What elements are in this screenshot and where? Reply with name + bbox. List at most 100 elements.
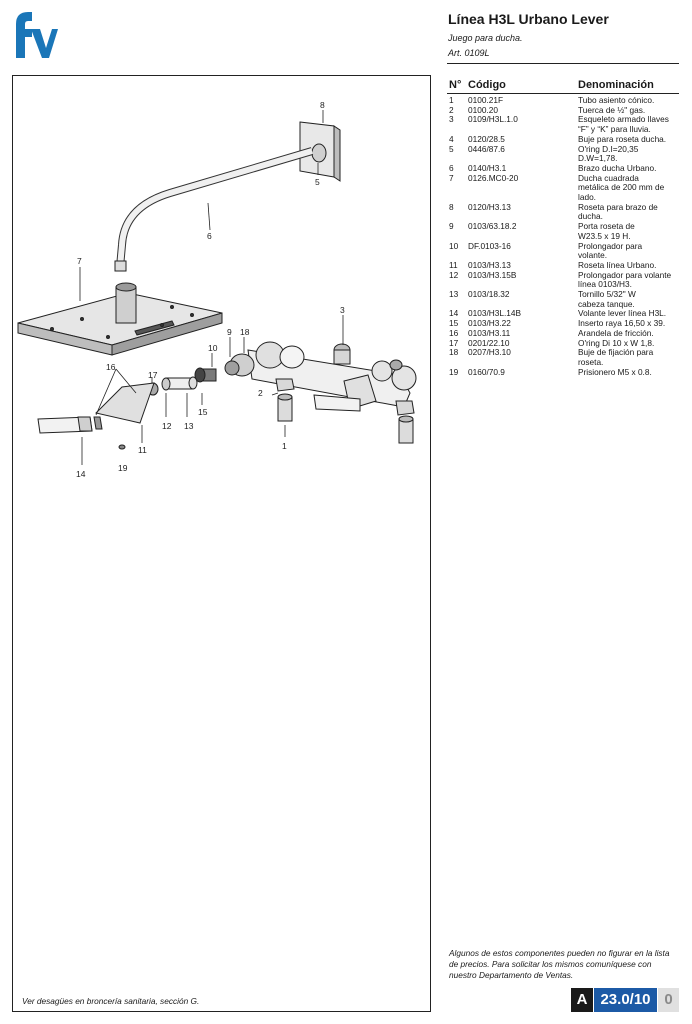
callout-9: 9 (227, 327, 232, 337)
part-code: 0120/28.5 (468, 133, 505, 144)
part-code: 0103/H3L.14B (468, 308, 522, 319)
part-description-line: Porta roseta de (578, 221, 635, 232)
part-description-line: volante. (578, 250, 608, 261)
callout-10: 10 (208, 343, 218, 353)
part-code: 0120/H3.13 (468, 201, 511, 212)
hex-nut (275, 378, 295, 392)
part-description: Prisionero M5 x 0.8. (578, 366, 682, 378)
header-divider (447, 63, 679, 64)
part-code: 0103/63.18.2 (468, 221, 517, 232)
section-tag: A (571, 988, 593, 1012)
part-description-line: lado. (578, 192, 596, 203)
callout-18: 18 (240, 327, 250, 337)
page-subtitle: Juego para ducha. (448, 33, 523, 43)
part-description-line: “F” y “K” para lluvia. (578, 124, 651, 135)
part-description-line: Roseta línea Urbano. (578, 259, 657, 270)
callout-19: 19 (118, 463, 128, 473)
part-code: 0103/H3.22 (468, 318, 511, 329)
callout-3: 3 (340, 305, 345, 315)
part-description-line: Tuerca de ½" gas. (578, 104, 646, 115)
escutcheon-left (95, 382, 155, 424)
article-number: Art. 0109L (448, 48, 490, 58)
part-code: 0446/87.6 (468, 143, 505, 154)
table-row: 6 0140/H3.1 Brazo ducha Urbano. (449, 162, 682, 174)
part-number: 2 (449, 104, 454, 115)
page-title: Línea H3L Urbano Lever (448, 11, 609, 27)
part-description-line: D.W=1,78. (578, 153, 618, 164)
part-description: O'ring Di 10 x W 1,8. (578, 338, 682, 349)
part-description-line: Buje de fijación para (578, 347, 654, 358)
diagram-frame (12, 75, 431, 1012)
part-number: 4 (449, 133, 454, 144)
part-number: 6 (449, 162, 454, 173)
part-description-line: W23.5 x 19 H. (578, 230, 631, 241)
part-number: 14 (449, 308, 459, 319)
part-description-line: línea 0103/H3. (578, 279, 632, 290)
part-description: Tuerca de ½" gas. (578, 104, 682, 116)
footer-reference: Ver desagües en broncería sanitaria, sec… (22, 996, 200, 1006)
part-code: 0207/H3.10 (468, 347, 511, 358)
part-description: Buje para roseta ducha. (578, 133, 682, 145)
part-description: Tubo asiento cónico. (578, 95, 682, 106)
part-description-line: Tubo asiento cónico. (578, 95, 655, 105)
part-description-line: Prisionero M5 x 0.8. (578, 366, 652, 377)
callout-12: 12 (162, 421, 172, 431)
part-number: 1 (449, 95, 454, 105)
table-row: 11 0103/H3.13 Roseta línea Urbano. (449, 259, 682, 271)
availability-note: Algunos de estos componentes pueden no f… (449, 948, 670, 980)
part-number: 5 (449, 143, 454, 154)
col-header-num: N° (449, 79, 462, 91)
callout-17: 17 (148, 370, 158, 380)
callout-11: 11 (138, 445, 147, 455)
revision-tag: 0 (658, 988, 679, 1012)
part-number: 10 (449, 240, 459, 251)
part-description-line: O'ring D.I=20,35 (578, 143, 639, 154)
part-code: 0140/H3.1 (468, 162, 507, 173)
callout-15: 15 (198, 407, 208, 417)
part-description-line: metálica de 200 mm de (578, 182, 665, 193)
part-description-line: Ducha cuadrada (578, 172, 639, 183)
part-number: 18 (449, 347, 459, 358)
part-description-line: cabeza tanque. (578, 298, 635, 309)
part-number: 15 (449, 318, 459, 329)
part-number: 13 (449, 289, 459, 300)
part-code: 0100.21F (468, 95, 504, 105)
part-number: 11 (449, 259, 458, 270)
callout-1: 1 (282, 441, 287, 451)
fv-logo (16, 12, 58, 58)
part-description: Roseta línea Urbano. (578, 259, 682, 271)
part-description-line: Buje para roseta ducha. (578, 133, 667, 144)
part-description-line: roseta. (578, 356, 604, 367)
part-number: 17 (449, 337, 459, 348)
callout-7: 7 (77, 256, 82, 266)
callout-13: 13 (184, 421, 194, 431)
part-description-line: Tornillo 5/32" W (578, 289, 636, 300)
part-description: Brazo ducha Urbano. (578, 163, 682, 174)
part-code: 0103/18.32 (468, 289, 510, 300)
callout-labels: 8 5 6 7 3 9 18 10 16 17 2 15 12 13 11 1 … (76, 100, 345, 479)
part-description: Arandela de fricción. (578, 328, 682, 339)
part-description-line: Esqueleto armado llaves (578, 114, 669, 125)
callout-2: 2 (258, 388, 263, 398)
part-number: 16 (449, 327, 459, 338)
part-code: 0103/H3.13 (468, 259, 511, 270)
col-header-code: Código (468, 79, 506, 91)
